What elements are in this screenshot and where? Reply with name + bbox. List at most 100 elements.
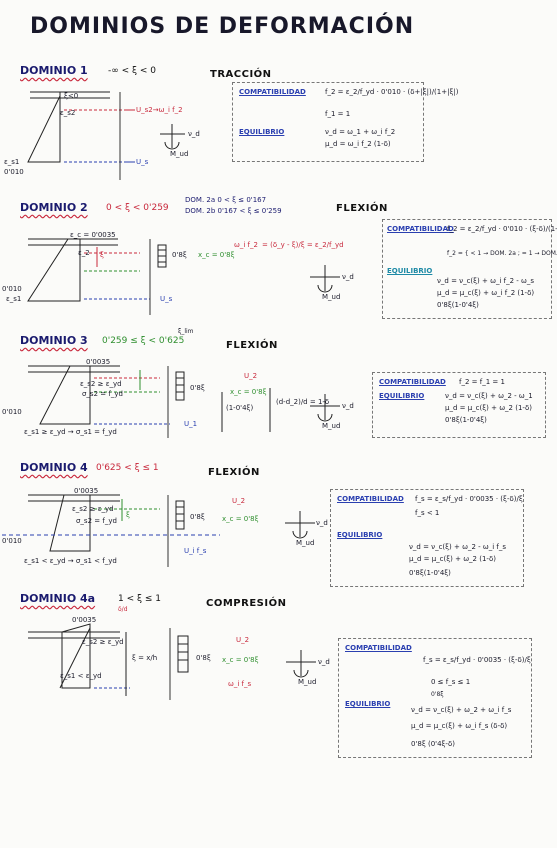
force-upper: U_2: [244, 372, 258, 380]
equil-label: EQUILIBRIO: [337, 531, 383, 539]
compat-eq-1: f_2 = ε_2/f_yd · 0'010 · (δ+|ξ|)/(1+|ξ|): [325, 88, 459, 96]
equil-eq-3: 0'8ξ(1-0'4ξ): [445, 416, 487, 424]
block-depth: 0'8ξ: [190, 384, 205, 392]
strain-es2: ε_s2: [60, 109, 76, 117]
force-upper: U_2: [236, 636, 250, 644]
domain-condition: 1 < ξ ≤ 1: [118, 594, 161, 604]
compression-resultant: x_c = 0'8ξ: [230, 388, 267, 396]
strain-ec: ε_c = 0'0035: [70, 231, 116, 239]
strain-es2: ε_2: [78, 249, 90, 257]
domain-condition: 0'625 < ξ ≤ 1: [96, 463, 159, 473]
axial-label: ν_d: [342, 273, 354, 281]
section-dominio-4: DOMINIO 4 0'625 < ξ ≤ 1 FLEXIÓN 0'0035 ε…: [0, 455, 557, 587]
similar-triangles: = (δ_y - ξ)/ξ = ε_2/f_yd: [262, 241, 344, 249]
moment-label: M_ud: [296, 539, 315, 547]
force-lower: U_s: [136, 158, 149, 166]
stress-s2: σ_s2 = f_yd: [76, 517, 117, 525]
compat-eq-2: 0 ≤ f_s ≤ 1: [431, 678, 471, 686]
lever-arm: (1-0'4ξ): [226, 404, 254, 412]
force-upper: U_s2→ω_i f_2: [136, 106, 183, 114]
equations-box: COMPATIBILIDAD f_s = ε_s/f_yd · 0'0035 ·…: [338, 638, 532, 758]
strain-diagram: [2, 494, 315, 567]
force-upper: U_2: [232, 497, 246, 505]
domain-heading: DOMINIO 2: [20, 201, 88, 214]
compression-resultant: x_c = 0'8ξ: [222, 656, 259, 664]
equil-eq-1: ν_d = ν_c(ξ) + ω_2 - ω_1: [445, 392, 533, 400]
section-dominio-1: DOMINIO 1 -∞ < ξ < 0 TRACCIÓN ξ<0 ε_s2 ε…: [0, 62, 557, 182]
moment-label: M_ud: [298, 678, 317, 686]
equil-eq-3: 0'8ξ(1-0'4ξ): [437, 301, 479, 309]
strain-es1: ε_s1: [4, 158, 20, 166]
xi-definition: ξ = x/h: [132, 654, 158, 662]
subdomain-2a: DOM. 2a 0 < ξ ≤ 0'167: [185, 196, 267, 204]
equations-box: COMPATIBILIDAD f_2 = ε_2/f_yd · 0'010 · …: [232, 82, 458, 162]
block-depth: 0'8ξ: [172, 251, 187, 259]
equil-eq-2: μ_d = ω_i f_2 (1-δ): [325, 140, 391, 148]
force-lower: U_s: [160, 295, 173, 303]
domain-mode: TRACCIÓN: [210, 69, 272, 80]
moment-label: M_ud: [170, 150, 189, 158]
section-dominio-3: DOMINIO 3 0'259 ≤ ξ < 0'625 ξ_lim FLEXIÓ…: [0, 328, 557, 448]
force-lower: ω_i f_s: [228, 680, 252, 688]
equil-eq-2: μ_d = μ_c(ξ) + ω_i f_2 (1-δ): [437, 289, 535, 297]
force-lower: U_1: [184, 420, 198, 428]
compat-label: COMPATIBILIDAD: [345, 644, 412, 652]
strain-value: 0'010: [4, 168, 24, 176]
force-upper: ω_i f_2: [234, 241, 258, 249]
domain-condition: 0 < ξ < 0'259: [106, 203, 169, 213]
relative-cover: (d-d_2)/d = 1-δ: [276, 398, 330, 406]
equations-box: COMPATIBILIDAD f_2 = ε_2/f_yd · 0'010 · …: [382, 219, 557, 319]
compat-eq-3: 0'8ξ: [431, 691, 444, 698]
subdomain-2b: DOM. 2b 0'167 < ξ ≤ 0'259: [185, 207, 282, 215]
equil-label: EQUILIBRIO: [387, 267, 433, 275]
strain-diagram: [28, 623, 316, 700]
equil-label: EQUILIBRIO: [239, 128, 285, 136]
equations-box: COMPATIBILIDAD f_2 = f_1 = 1 EQUILIBRIO …: [372, 372, 546, 438]
block-depth: 0'8ξ: [196, 654, 211, 662]
compat-label: COMPATIBILIDAD: [387, 225, 454, 233]
domain-mode: FLEXIÓN: [208, 467, 260, 478]
condition-note: δ/d: [118, 606, 128, 613]
equil-eq-1: ν_d = ν_c(ξ) + ω_i f_2 - ω_s: [437, 277, 535, 285]
strain-ec: 0'0035: [74, 487, 99, 495]
strain-diagram: [28, 365, 340, 438]
equil-eq-3: 0'8ξ(1-0'4ξ): [409, 569, 451, 577]
strain-ec: 0'0035: [72, 616, 97, 624]
compat-label: COMPATIBILIDAD: [239, 88, 306, 96]
compat-label: COMPATIBILIDAD: [379, 378, 446, 386]
strain-value: 0'010: [2, 408, 22, 416]
strain-es1-note: ε_s1 ≥ ε_yd → σ_s1 = f_yd: [24, 428, 117, 436]
compat-eq-1: f_s = ε_s/f_yd · 0'0035 · (ξ-δ)/ξ: [415, 495, 523, 503]
equil-eq-1: ν_d = ν_c(ξ) + ω_2 + ω_i f_s: [411, 706, 512, 714]
xi-mark: ξ: [100, 251, 104, 259]
axial-label: ν_d: [342, 402, 354, 410]
moment-label: M_ud: [322, 422, 341, 430]
equil-eq-2: μ_d = μ_c(ξ) + ω_2 (1-δ): [445, 404, 532, 412]
compat-eq-2: f_1 = 1: [325, 110, 351, 118]
compat-eq-1: f_2 = ε_2/f_yd · 0'010 · (ξ-δ)/(1-ξ): [447, 225, 557, 233]
strain-es2: ε_s2 ≥ ε_yd: [72, 505, 114, 513]
equil-eq-1: ν_d = ν_c(ξ) + ω_2 - ω_i f_s: [409, 543, 507, 551]
compat-label: COMPATIBILIDAD: [337, 495, 404, 503]
section-dominio-4a: DOMINIO 4a 1 < ξ ≤ 1 δ/d COMPRESIÓN 0'00…: [0, 588, 557, 763]
equil-eq-2: μ_d = μ_c(ξ) + ω_2 (1-δ): [409, 555, 496, 563]
domain-mode: FLEXIÓN: [226, 340, 278, 351]
stress-s2: σ_s2 = f_yd: [82, 390, 123, 398]
axial-label: ν_d: [316, 519, 328, 527]
domain-mode: COMPRESIÓN: [206, 598, 287, 609]
section-dominio-2: DOMINIO 2 0 < ξ < 0'259 DOM. 2a 0 < ξ ≤ …: [0, 195, 557, 325]
domain-heading: DOMINIO 4a: [20, 592, 96, 605]
axial-label: ν_d: [318, 658, 330, 666]
strain-es1: ε_s1: [6, 295, 22, 303]
domain-mode: FLEXIÓN: [336, 203, 388, 214]
compat-eq-1: f_2 = f_1 = 1: [459, 378, 505, 386]
subdomain-list: DOM. 2a 0 < ξ ≤ 0'167 DOM. 2b 0'167 < ξ …: [185, 195, 282, 217]
block-depth: 0'8ξ: [190, 513, 205, 521]
equations-box: COMPATIBILIDAD f_s = ε_s/f_yd · 0'0035 ·…: [330, 489, 524, 587]
strain-es1-note: ε_s1 < ε_yd → σ_s1 < f_yd: [24, 557, 117, 565]
compression-resultant: x_c = 0'8ξ: [198, 251, 235, 259]
compat-eq-2: f_2 = { < 1 → DOM. 2a ; = 1 → DOM. 2b }: [447, 250, 557, 257]
strain-diagram: [27, 91, 185, 180]
equil-label: EQUILIBRIO: [345, 700, 391, 708]
equil-eq-2: μ_d = μ_c(ξ) + ω_i f_s (δ-δ): [411, 722, 508, 730]
